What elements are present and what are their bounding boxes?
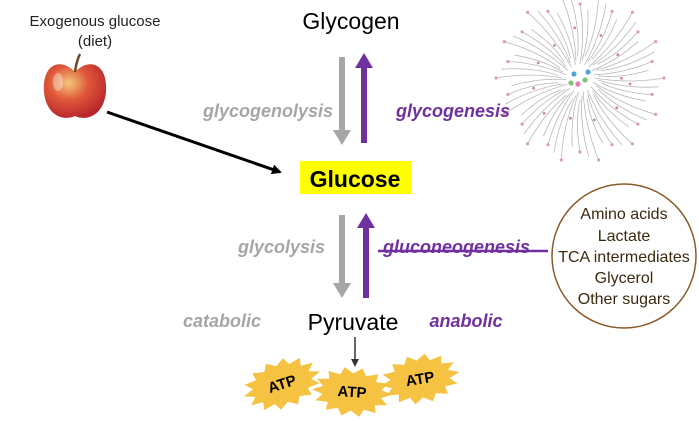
glycogenolysis-arrow: [333, 57, 351, 145]
catabolic-label: catabolic: [183, 311, 261, 331]
glucose-label: Glucose: [310, 166, 401, 192]
atp-burst-icon: ATP: [243, 357, 321, 411]
gluconeogenesis-label: gluconeogenesis: [382, 237, 530, 257]
glycolysis-arrow: [333, 215, 351, 298]
precursor-item: TCA intermediates: [558, 249, 690, 266]
precursor-item: Other sugars: [578, 291, 670, 308]
glycogen-structure-icon: [494, 0, 666, 162]
glycogenesis-arrow: [355, 53, 373, 143]
anabolic-label: anabolic: [429, 311, 502, 331]
precursor-item: Glycerol: [595, 270, 654, 287]
pyruvate-label: Pyruvate: [308, 309, 399, 335]
glycolysis-label: glycolysis: [237, 237, 325, 257]
atp-label: ATP: [337, 383, 367, 402]
diet-label-line2: (diet): [78, 33, 112, 50]
atp-label: ATP: [404, 369, 435, 391]
precursor-oval: [551, 183, 697, 329]
glycogenolysis-label: glycogenolysis: [202, 101, 333, 121]
atp-burst-icon: ATP: [380, 353, 460, 405]
diet-label-line1: Exogenous glucose: [30, 13, 161, 30]
glycogenesis-label: glycogenesis: [395, 101, 510, 121]
apple-icon: [43, 53, 107, 118]
gluconeogenesis-arrow: [357, 213, 375, 298]
atp-burst-icon: ATP: [312, 367, 392, 417]
precursor-item: Lactate: [598, 228, 651, 245]
diet-to-glucose-arrow: [106, 110, 282, 175]
glucose-highlight: [300, 161, 411, 194]
precursor-item: Amino acids: [580, 206, 667, 223]
glycogen-label: Glycogen: [302, 8, 399, 34]
